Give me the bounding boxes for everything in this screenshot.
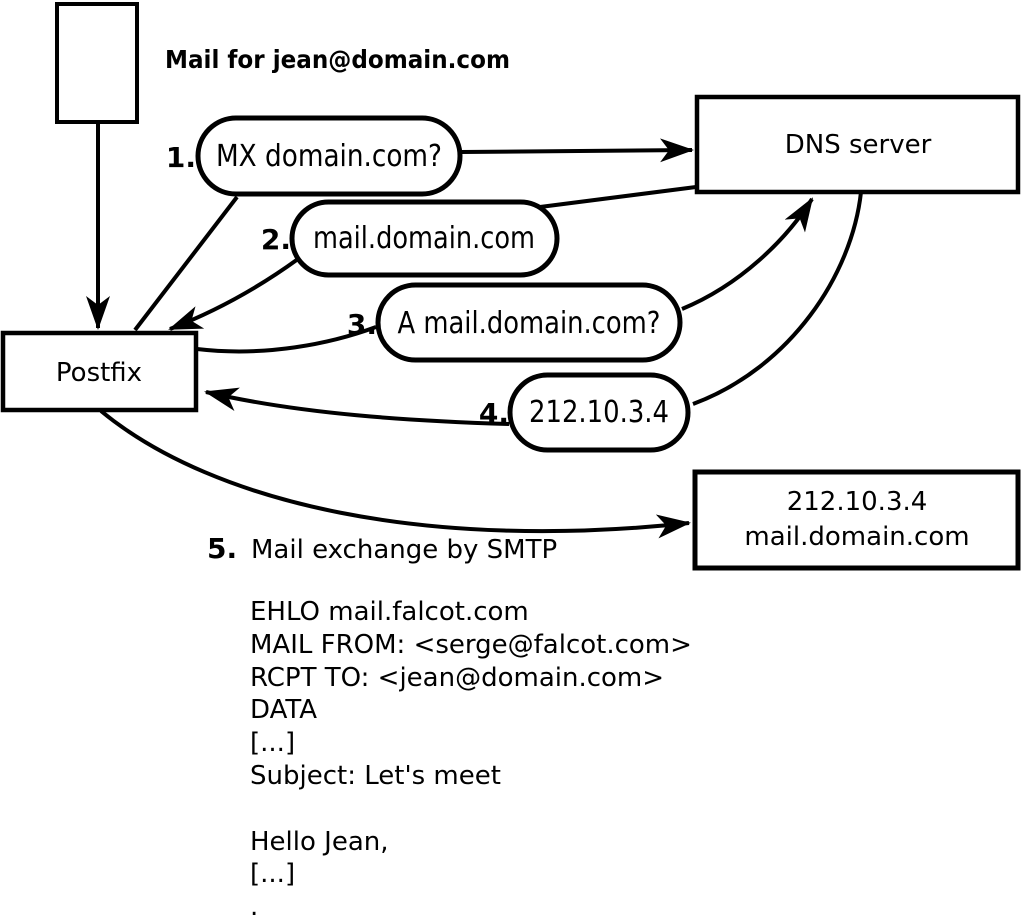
line-dns-to-answer4	[692, 191, 863, 406]
smtp-line: EHLO mail.falcot.com	[250, 597, 529, 627]
query1-label: MX domain.com?	[216, 139, 442, 174]
mail-exchanger-hostname: mail.domain.com	[744, 522, 969, 552]
arrow-query1-to-dns	[460, 138, 694, 163]
smtp-line: DATA	[250, 695, 317, 726]
smtp-line: RCPT TO: <jean@domain.com>	[250, 662, 665, 693]
postfix-label: Postfix	[56, 358, 142, 388]
query3-pill	[375, 282, 683, 363]
mail-exchanger-box	[692, 469, 1021, 571]
smtp-line	[250, 793, 692, 826]
line-postfix-to-query3	[196, 325, 377, 354]
smtp-line: .	[250, 892, 259, 919]
query3-label: A mail.domain.com?	[398, 306, 661, 341]
line-dns-to-answer2	[539, 185, 697, 209]
query1-pill	[195, 115, 463, 197]
smtp-line: [...]	[250, 859, 296, 890]
arrow-query3-to-dns	[681, 197, 814, 311]
arrow-answer4-to-postfix	[204, 387, 510, 426]
step2-number: 2.	[261, 223, 291, 256]
smtp-line: MAIL FROM: <serge@falcot.com>	[250, 629, 692, 660]
dns-server-box	[694, 94, 1021, 195]
mail-exchanger-ip: 212.10.3.4	[787, 487, 928, 517]
step3-number: 3.	[347, 308, 377, 341]
step4-number: 4.	[479, 397, 509, 430]
smtp-line: [...]	[250, 728, 296, 759]
line-postfix-to-query1	[133, 195, 239, 332]
answer2-label: mail.domain.com	[313, 221, 535, 256]
arrow-answer2-to-postfix	[168, 257, 300, 331]
smtp-line: Subject: Let's meet	[250, 760, 501, 791]
answer4-pill	[507, 372, 691, 453]
mail-document-box	[55, 2, 139, 124]
dns-server-label: DNS server	[785, 130, 932, 160]
smtp-line: Hello Jean,	[250, 826, 389, 857]
step1-number: 1.	[166, 141, 196, 174]
mail-source-label: Mail for jean@domain.com	[165, 45, 510, 74]
postfix-box	[0, 330, 199, 413]
answer2-pill	[289, 199, 560, 278]
arrow-postfix-to-mailexchanger	[99, 409, 691, 539]
step5-label: Mail exchange by SMTP	[251, 535, 557, 565]
step5-number: 5.	[207, 532, 237, 565]
answer4-label: 212.10.3.4	[529, 395, 669, 430]
